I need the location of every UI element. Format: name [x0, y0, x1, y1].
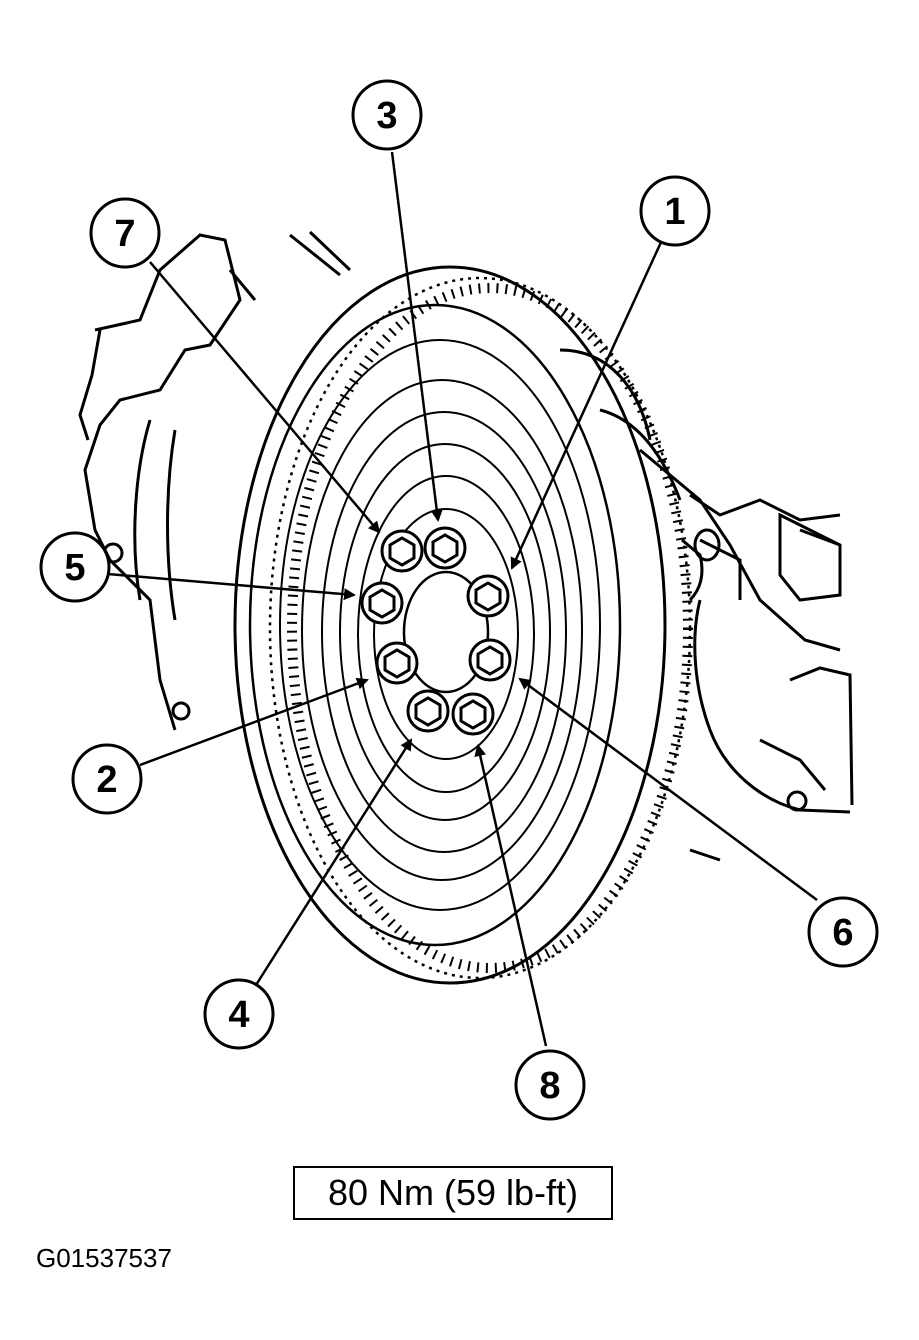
bolt-pattern: [360, 526, 512, 736]
callout-3: 3: [351, 79, 423, 151]
bolt-1: [466, 574, 510, 618]
bolt-8: [451, 692, 495, 736]
bolt-2: [375, 641, 419, 685]
bolt-6: [468, 638, 512, 682]
callout-5-label: 5: [64, 547, 85, 589]
callout-7-label: 7: [114, 213, 135, 255]
callout-4: 4: [203, 978, 275, 1050]
leader-2: [139, 677, 369, 767]
callouts: 1 2 3 4 5 6 7: [39, 79, 879, 1121]
callout-2-label: 2: [96, 759, 117, 801]
bolt-5: [360, 581, 404, 625]
callout-1: 1: [639, 175, 711, 247]
leader-6: [518, 677, 818, 902]
leader-4: [254, 738, 413, 986]
leader-1: [510, 239, 664, 570]
leader-7: [149, 261, 381, 534]
figure-id: G01537537: [36, 1243, 172, 1273]
flywheel: [233, 265, 693, 985]
torque-spec-text: 80 Nm (59 lb-ft): [327, 1172, 579, 1213]
callout-6-label: 6: [832, 912, 853, 954]
callout-7: 7: [89, 197, 161, 269]
callout-8: 8: [514, 1049, 586, 1121]
torque-spec-box: 80 Nm (59 lb-ft): [293, 1166, 613, 1220]
bolt-7: [380, 529, 424, 573]
callout-3-label: 3: [376, 95, 397, 137]
bolt-3: [423, 526, 467, 570]
leader-3: [390, 151, 443, 522]
leader-5: [107, 572, 356, 601]
callout-6: 6: [807, 896, 879, 968]
engine-block: [78, 230, 854, 862]
leader-8: [474, 744, 548, 1047]
callout-4-label: 4: [228, 994, 249, 1036]
callout-2: 2: [71, 743, 143, 815]
bolt-4: [406, 689, 450, 733]
callout-8-label: 8: [539, 1065, 560, 1107]
leader-lines: [107, 151, 818, 1047]
callout-1-label: 1: [664, 191, 685, 233]
callout-5: 5: [39, 531, 111, 603]
